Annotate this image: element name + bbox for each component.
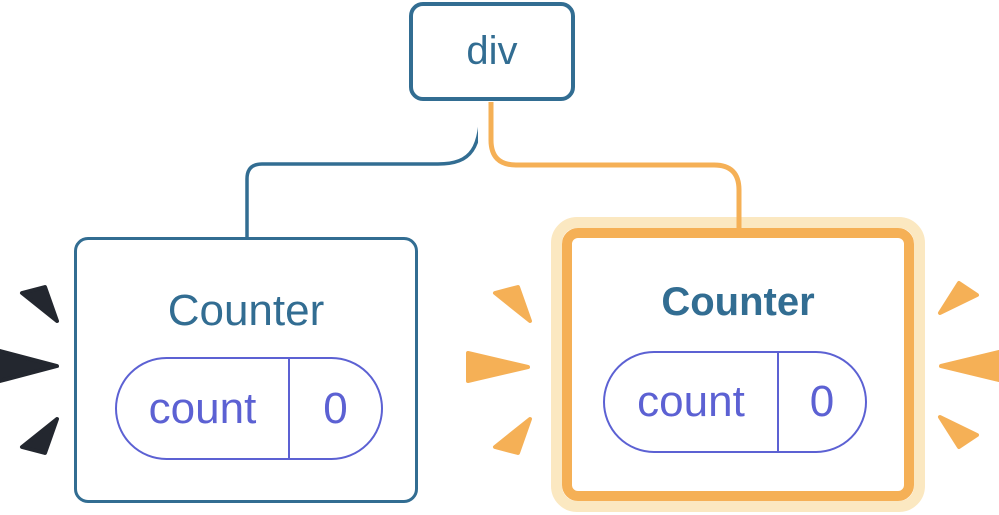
- state-name-cell: count: [148, 383, 257, 433]
- burst-left-card: [0, 285, 59, 455]
- burst-right-card-left: [466, 285, 532, 455]
- root-node-div: div: [409, 2, 575, 101]
- spark-icon: [466, 351, 530, 383]
- counter-card-left-title: Counter: [167, 286, 325, 335]
- burst-right-card-right: [938, 281, 999, 449]
- tree-edge-right: [488, 102, 742, 233]
- state-name-cell: count: [637, 377, 745, 426]
- spark-icon: [938, 415, 979, 449]
- state-value-cell: 0: [288, 359, 381, 458]
- counter-card-right-title: Counter: [661, 280, 815, 324]
- spark-icon: [20, 285, 59, 323]
- root-node-label: div: [466, 29, 518, 73]
- state-value-cell: 0: [777, 353, 865, 451]
- spark-icon: [938, 281, 979, 315]
- spark-icon: [20, 417, 59, 455]
- spark-icon: [493, 417, 532, 455]
- tree-edge-left: [245, 102, 483, 238]
- spark-icon: [0, 349, 59, 383]
- spark-icon: [939, 350, 999, 382]
- state-pill-right: count 0: [603, 351, 867, 453]
- spark-icon: [493, 285, 532, 323]
- tree-edge-right-casing: [478, 102, 752, 214]
- state-pill-left: count 0: [115, 357, 383, 460]
